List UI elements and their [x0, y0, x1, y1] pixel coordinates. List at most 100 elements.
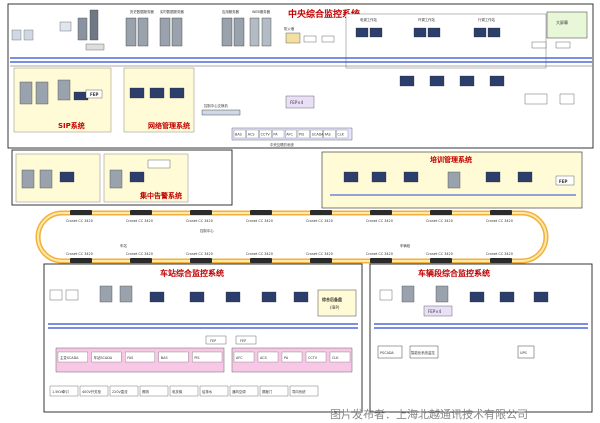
station-iface-box — [233, 351, 255, 363]
ring-depot-label: 车辆段 — [400, 243, 411, 248]
top-left-devices — [11, 9, 105, 51]
depot-fep-label: FEP×4 — [428, 309, 442, 314]
ring-node — [430, 210, 452, 215]
field-device-box — [259, 385, 289, 397]
depot-title: 车辆段综合监控系统 — [418, 268, 490, 278]
central-iface-label: PIS — [299, 133, 304, 137]
training-fep-label: FEP — [559, 179, 567, 184]
watermark-text: 图片发布者：上海北越通讯技术有限公司 — [330, 407, 528, 421]
station-iface-label: CCTV — [308, 356, 318, 360]
ring-node — [190, 258, 212, 263]
ring-node-label: Cronet CC 3420 — [246, 219, 273, 223]
station-iface-box — [125, 351, 155, 363]
station-fep-left — [205, 335, 227, 345]
web-server-label: WEB服务器 — [252, 9, 271, 14]
center-switch-label: 控制中心交换机 — [204, 103, 228, 108]
field-device-box — [289, 385, 319, 397]
center-fep-label: FEP×4 — [290, 100, 304, 105]
field-device-label: 通风空调 — [232, 389, 246, 394]
depot-ups — [517, 345, 535, 359]
ring-inner — [37, 212, 547, 262]
ring-node — [490, 210, 512, 215]
central-iface-label: CLK — [337, 133, 344, 137]
big-screen: 大屏幕 — [531, 11, 588, 49]
ring-node-label: Cronet CC 3420 — [486, 219, 513, 223]
field-device-box — [109, 385, 139, 397]
ops-station-label: 电调工作站 — [360, 17, 378, 22]
ring-node — [130, 258, 152, 263]
ring-node-label: Cronet CC 3420 — [426, 252, 453, 256]
central-iface-label: AFC — [286, 133, 293, 137]
ring-node-label: Cronet CC 3420 — [66, 252, 93, 256]
depot-bas-label: 智能化系统监控 — [411, 350, 435, 355]
station-iface-box — [57, 351, 88, 363]
station-iface-label: BAS — [161, 356, 168, 360]
app-server-label: 应用服务器 — [222, 9, 240, 14]
central-iface-box — [323, 129, 336, 139]
ring-node — [370, 210, 392, 215]
ring-node-label: Cronet CC 3420 — [486, 252, 513, 256]
ring-node — [430, 258, 452, 263]
central-iface-label: SCADA — [312, 133, 324, 137]
field-device-label: 1.5KV牵引 — [52, 389, 69, 394]
station-iface-label: 主变SCADA — [60, 355, 79, 360]
station-iface-label: 车站SCADA — [94, 355, 113, 360]
central-iface-label: FAS — [325, 133, 331, 137]
field-device-label: 照明 — [142, 390, 149, 394]
field-device-label: 屏蔽门 — [262, 389, 273, 394]
field-device-label: 220V直流 — [112, 389, 128, 394]
ring-node — [310, 210, 332, 215]
central-servers: 历史数据服务器 实时数据服务器 应用服务器 WEB服务器 — [125, 9, 272, 47]
firewall: 防火墙 — [284, 26, 335, 44]
depot-bas — [409, 345, 439, 359]
hist-server-label: 历史数据服务器 — [130, 9, 154, 14]
ring-node — [130, 210, 152, 215]
ring-node — [70, 258, 92, 263]
central-iface-box — [285, 129, 297, 139]
ring-node-label: Cronet CC 3420 — [366, 219, 393, 223]
station-iface-label: ACS — [260, 356, 267, 360]
ring-node-label: Cronet CC 3420 — [66, 219, 93, 223]
depot-ups-label: UPS — [520, 351, 527, 355]
station-iface-box — [91, 351, 122, 363]
ring-node-label: Cronet CC 3420 — [186, 219, 213, 223]
station-iface-box — [257, 351, 279, 363]
station-iface-box — [192, 351, 223, 363]
station-iface-box — [329, 351, 351, 363]
field-device-box — [79, 385, 109, 397]
ring-node — [490, 258, 512, 263]
station-iface-box — [281, 351, 303, 363]
central-iface-box — [310, 129, 323, 139]
ring-node-label: Cronet CC 3420 — [186, 252, 213, 256]
central-iface-box — [297, 129, 310, 139]
central-iface-label: BAS — [235, 133, 242, 137]
ring-node — [70, 210, 92, 215]
rt-server-label: 实时数据服务器 — [160, 9, 184, 14]
station-title: 车站综合监控系统 — [160, 268, 224, 278]
depot-devices: FEP×4 — [379, 285, 549, 317]
station-iface-box — [158, 351, 189, 363]
station-iface-label: PA — [284, 356, 289, 360]
ring-node-label: Cronet CC 3420 — [426, 219, 453, 223]
station-fep-right — [235, 335, 257, 345]
net-title: 网络管理系统 — [148, 121, 190, 130]
depot-scada-label: PSCADA — [380, 351, 394, 355]
field-device-label: 导向系统 — [292, 389, 306, 394]
net-subsystem: 网络管理系统 — [123, 67, 195, 133]
alarm-subsystem: 集中告警系统 — [15, 153, 189, 203]
ring-center-label: 控制中心 — [200, 228, 214, 233]
central-iface-box — [336, 129, 349, 139]
sip-subsystem: FEP SIP系统 — [13, 67, 112, 133]
training-stations: FEP — [330, 171, 576, 196]
ring-node-label: Cronet CC 3420 — [126, 219, 153, 223]
ring-node — [190, 210, 212, 215]
ring-node — [310, 258, 332, 263]
station-iface-label: CLK — [332, 356, 339, 360]
